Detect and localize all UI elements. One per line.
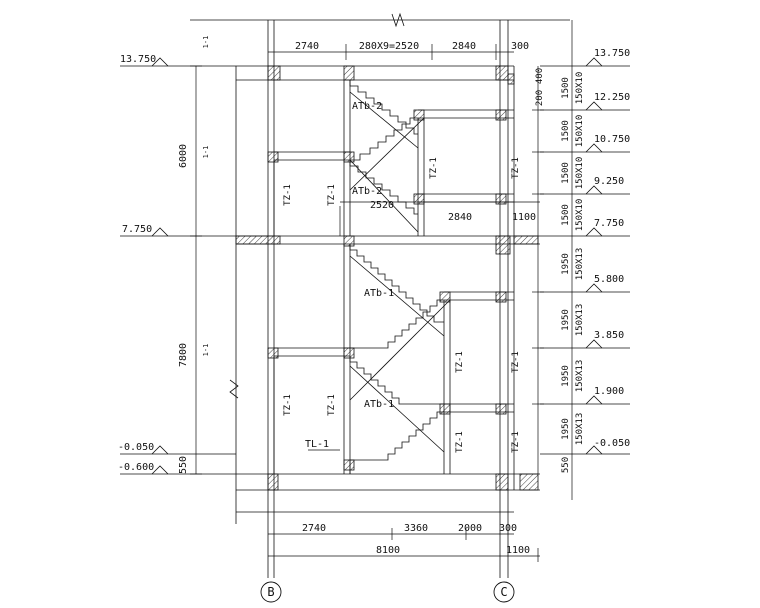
lower-step-1: 150X13 xyxy=(575,248,585,281)
elev-right-7750: 7.750 xyxy=(594,218,624,229)
label-tz1-c: TZ-1 xyxy=(429,157,439,179)
label-tz1-f: TZ-1 xyxy=(327,394,337,416)
right-dim-550: 550 xyxy=(561,457,571,473)
bottom-dim-3360: 3360 xyxy=(404,523,428,534)
beam-sections xyxy=(235,65,539,491)
elev-right-13750: 13.750 xyxy=(594,48,630,59)
label-tz1-h: TZ-1 xyxy=(511,351,521,373)
bottom-dim-8100: 8100 xyxy=(376,545,400,556)
top-dim-300: 300 xyxy=(511,41,529,52)
upper-flight-4: 1500 xyxy=(561,204,571,226)
upper-flight-3: 1500 xyxy=(561,162,571,184)
top-dim-2520: 280X9=2520 xyxy=(359,41,419,52)
drawing-text: 13.750 7.750 -0.050 -0.600 6000 7800 550… xyxy=(118,36,630,599)
elev-right-9250: 9.250 xyxy=(594,176,624,187)
bottom-dim-1100: 1100 xyxy=(506,545,530,556)
section-mark-top: 1-1 xyxy=(202,36,210,49)
label-tl1: TL-1 xyxy=(305,439,329,450)
lower-flight-3: 1950 xyxy=(561,365,571,387)
lower-flight-1: 1950 xyxy=(561,253,571,275)
upper-step-2: 150X10 xyxy=(575,115,585,148)
axis-bubble-b xyxy=(260,581,282,603)
top-dim-2840: 2840 xyxy=(452,41,476,52)
label-tz1-a: TZ-1 xyxy=(283,184,293,206)
elev-right-n0050: -0.050 xyxy=(594,438,630,449)
upper-step-1: 150X10 xyxy=(575,72,585,105)
label-tz1-j: TZ-1 xyxy=(511,431,521,453)
lower-flight-4: 1950 xyxy=(561,418,571,440)
elev-right-5800: 5.800 xyxy=(594,274,624,285)
axis-bubble-c xyxy=(493,581,515,603)
elev-right-3850: 3.850 xyxy=(594,330,624,341)
stair-steps xyxy=(349,80,444,474)
story-height-base: 550 xyxy=(178,456,189,474)
story-height-lower: 7800 xyxy=(178,343,189,367)
bottom-dim-2740: 2740 xyxy=(302,523,326,534)
elevation-markers xyxy=(151,57,603,475)
right-dim-200: 200 xyxy=(535,90,545,106)
upper-step-3: 150X10 xyxy=(575,157,585,190)
bottom-dim-2000: 2000 xyxy=(458,523,482,534)
mid-dim-1100: 1100 xyxy=(512,212,536,223)
right-dim-400: 400 xyxy=(535,68,545,84)
elev-left-13750: 13.750 xyxy=(120,54,156,65)
label-atb2-lower: ATb-2 xyxy=(352,186,382,197)
label-atb1-lower: ATb-1 xyxy=(364,399,394,410)
upper-flight-2: 1500 xyxy=(561,120,571,142)
axis-label-b: B xyxy=(267,585,274,599)
elev-left-n0050: -0.050 xyxy=(118,442,154,453)
mid-dim-2520: 2520 xyxy=(370,200,394,211)
axis-label-c: C xyxy=(500,585,507,599)
lower-step-4: 150X13 xyxy=(575,413,585,446)
upper-step-4: 150X10 xyxy=(575,199,585,232)
story-height-upper: 6000 xyxy=(178,144,189,168)
mid-dim-2840: 2840 xyxy=(448,212,472,223)
label-tz1-g: TZ-1 xyxy=(455,351,465,373)
elev-right-12250: 12.250 xyxy=(594,92,630,103)
elev-right-10750: 10.750 xyxy=(594,134,630,145)
label-atb2-upper: ATb-2 xyxy=(352,101,382,112)
section-mark-low: 1-1 xyxy=(202,344,210,357)
label-tz1-e: TZ-1 xyxy=(283,394,293,416)
elev-left-7750: 7.750 xyxy=(122,224,152,235)
dimension-lines xyxy=(120,20,630,562)
bottom-dim-300: 300 xyxy=(499,523,517,534)
label-tz1-b: TZ-1 xyxy=(327,184,337,206)
lower-flight-2: 1950 xyxy=(561,309,571,331)
section-mark-mid: 1-1 xyxy=(202,146,210,159)
upper-flight-1: 1500 xyxy=(561,77,571,99)
label-atb1-upper: ATb-1 xyxy=(364,288,394,299)
structure-lines xyxy=(190,12,570,578)
elev-left-n0600: -0.600 xyxy=(118,462,154,473)
label-tz1-d: TZ-1 xyxy=(511,157,521,179)
label-tz1-i: TZ-1 xyxy=(455,431,465,453)
top-dim-2740: 2740 xyxy=(295,41,319,52)
elev-right-1900: 1.900 xyxy=(594,386,624,397)
lower-step-2: 150X13 xyxy=(575,304,585,337)
lower-step-3: 150X13 xyxy=(575,360,585,393)
